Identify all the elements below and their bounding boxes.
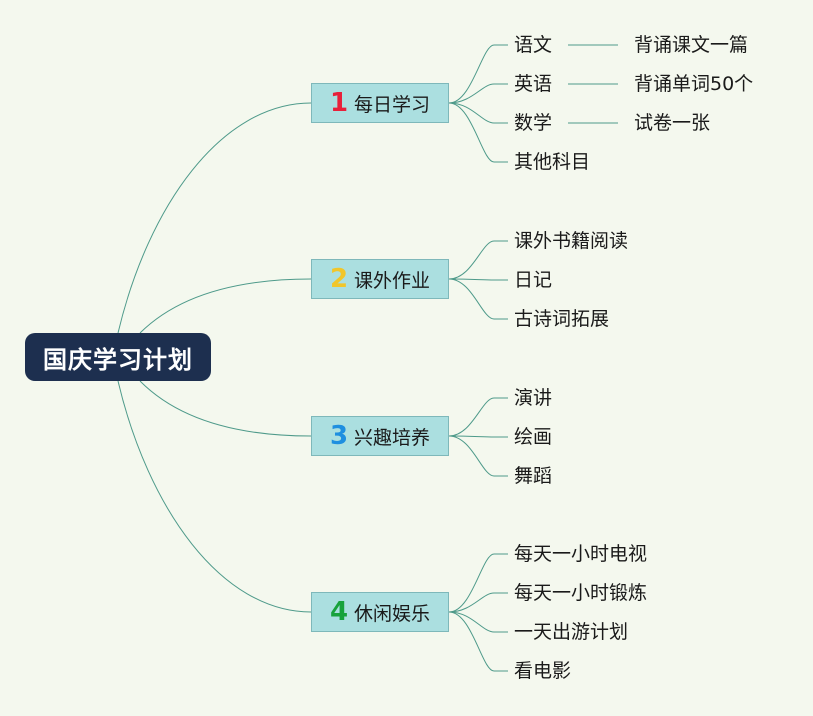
branch-number: 2 xyxy=(329,264,349,294)
root-label: 国庆学习计划 xyxy=(43,345,193,374)
leaf-item: 舞蹈 xyxy=(514,465,553,487)
branch-leaf-connector xyxy=(448,435,495,438)
leaf-item: 绘画 xyxy=(514,426,553,448)
leaf-item: 课外书籍阅读 xyxy=(514,230,629,252)
leaf-item: 每天一小时电视 xyxy=(514,543,648,565)
leaf-item: 日记 xyxy=(514,269,553,291)
leaf-item: 其他科目 xyxy=(514,151,591,173)
root-node: 国庆学习计划 xyxy=(25,333,211,381)
leaf-item: 英语 xyxy=(514,73,553,95)
root-branch-connector xyxy=(117,380,312,613)
leaf-item: 一天出游计划 xyxy=(514,621,629,643)
branch-leaf-connector xyxy=(448,83,495,104)
leaf-item: 每天一小时锻炼 xyxy=(514,582,648,604)
leaf-detail: 背诵单词50个 xyxy=(634,73,754,95)
branch-leaf-connector xyxy=(448,102,495,124)
leaf-detail: 背诵课文一篇 xyxy=(634,34,749,56)
branch-leaf-connector xyxy=(448,435,495,477)
leaf-item: 演讲 xyxy=(514,387,553,409)
branch-number: 4 xyxy=(329,597,349,627)
root-branch-connector xyxy=(117,102,312,334)
branch-leaf-connector xyxy=(448,240,495,280)
branch-number: 1 xyxy=(329,88,349,118)
branch-number: 3 xyxy=(329,421,349,451)
branch-leaf-connector xyxy=(448,44,495,104)
branch-leaf-connector xyxy=(448,611,495,672)
leaf-item: 古诗词拓展 xyxy=(514,308,610,330)
branch-leaf-connector xyxy=(448,592,495,613)
branch-leaf-connector xyxy=(448,553,495,613)
branch-label: 兴趣培养 xyxy=(354,426,431,449)
root-branch-connector xyxy=(139,380,312,437)
root-branch-connector xyxy=(139,278,312,334)
leaf-detail: 试卷一张 xyxy=(634,112,711,134)
branch-label: 休闲娱乐 xyxy=(354,602,431,625)
leaf-item: 数学 xyxy=(514,112,553,134)
leaf-item: 看电影 xyxy=(514,660,572,682)
leaf-item: 语文 xyxy=(514,34,553,56)
branch-leaf-connector xyxy=(448,611,495,633)
branch-label: 课外作业 xyxy=(354,269,431,292)
branch-leaf-connector xyxy=(448,102,495,163)
branch-label: 每日学习 xyxy=(354,93,431,116)
branch-leaf-connector xyxy=(448,397,495,437)
branch-leaf-connector xyxy=(448,278,495,320)
branch-leaf-connector xyxy=(448,278,495,281)
